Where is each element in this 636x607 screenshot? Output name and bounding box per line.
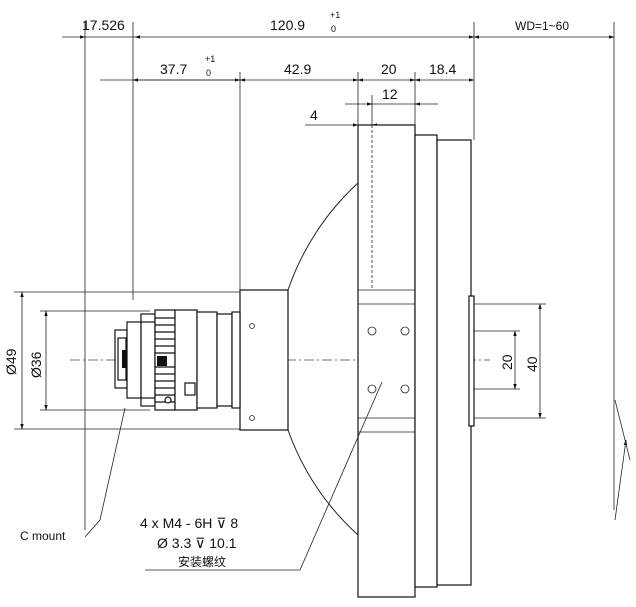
dim-total-length: 120.9 — [270, 17, 305, 33]
dim-lens-tol-lower: 0 — [206, 68, 211, 78]
dim-lens-tol-upper: +1 — [205, 54, 215, 64]
hole-spec-label: Ø 3.3 ⊽ 10.1 — [157, 535, 237, 551]
thread-hole-1 — [367, 326, 377, 336]
c-mount-label: C mount — [20, 529, 66, 543]
dim-dia-inner: Ø36 — [28, 351, 44, 378]
front-window — [436, 139, 472, 586]
dim-hole-offset: 12 — [382, 86, 398, 102]
adapter-screw-bottom — [249, 415, 255, 421]
leader-lines — [84, 381, 631, 571]
thread-note-label: 安装螺纹 — [178, 554, 226, 569]
thread-hole-2 — [400, 326, 410, 336]
dim-total-tol-lower: 0 — [331, 24, 336, 34]
dim-diameters — [14, 291, 240, 430]
dim-small-offset: 4 — [310, 107, 318, 123]
dim-flange-thickness: 20 — [381, 61, 397, 77]
lens-adapter-block — [239, 289, 289, 431]
thread-hole-3 — [367, 384, 377, 394]
dim-hole-spacing-outer: 40 — [524, 356, 540, 372]
dim-cone-length: 42.9 — [284, 61, 311, 77]
dome-arc-bottom — [287, 429, 359, 536]
thread-hole-4 — [400, 384, 410, 394]
dim-working-distance: WD=1~60 — [515, 19, 569, 33]
dome-arc-top — [287, 182, 359, 291]
adapter-screw-top — [249, 323, 255, 329]
dim-total-tol-upper: +1 — [330, 10, 340, 20]
dim-hole-spacing-inner: 20 — [499, 354, 515, 370]
extension-lines — [84, 22, 615, 530]
dim-lens-length: 37.7 — [160, 61, 187, 77]
dim-front-length: 18.4 — [429, 61, 456, 77]
camera-lens — [114, 309, 241, 411]
mounting-flange — [357, 124, 416, 598]
thread-spec-label: 4 x M4 - 6H ⊽ 8 — [140, 515, 238, 531]
front-lip — [468, 295, 475, 427]
dim-mount-offset: 17.526 — [82, 17, 125, 33]
dim-dia-outer: Ø49 — [3, 348, 19, 375]
front-housing — [414, 134, 438, 588]
